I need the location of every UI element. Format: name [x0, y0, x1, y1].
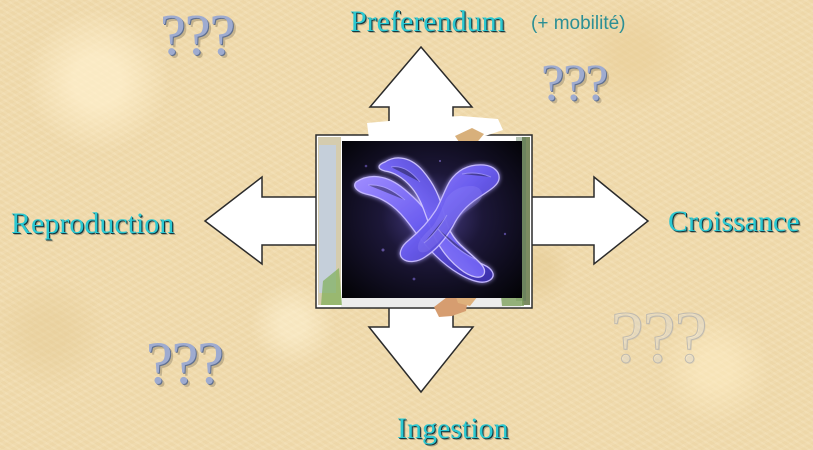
- question-mark-top-left: ???: [160, 6, 234, 64]
- croissance-label: Croissance: [668, 207, 800, 237]
- chromosome-image: [342, 141, 522, 298]
- question-mark-bottom-right: ???: [611, 301, 707, 375]
- question-mark-top-right: ???: [541, 58, 607, 110]
- preferendum-label: Preferendum: [350, 7, 505, 37]
- mobility-note: (+ mobilité): [531, 14, 626, 33]
- reproduction-label: Reproduction: [11, 209, 174, 239]
- ingestion-label: Ingestion: [397, 414, 509, 444]
- question-mark-bottom-left: ???: [146, 333, 223, 393]
